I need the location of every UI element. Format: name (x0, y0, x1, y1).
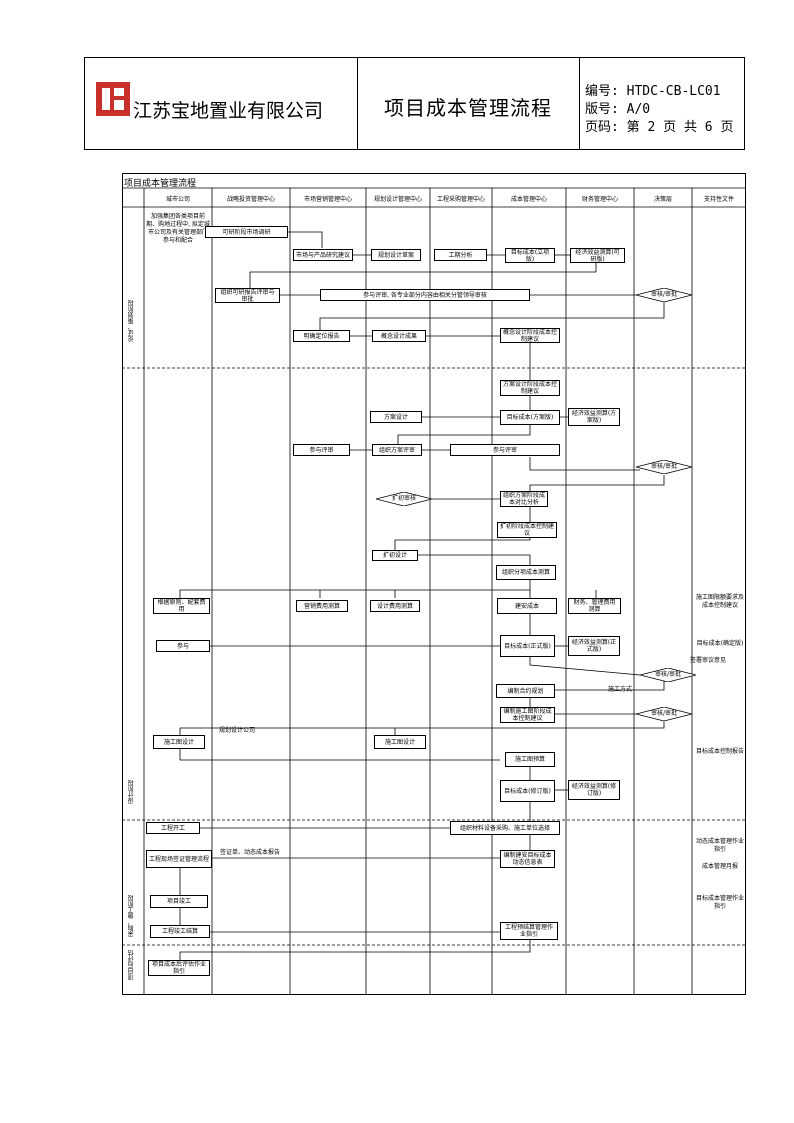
box-target-cost-initial: 目标成本(立项版) (505, 248, 555, 263)
flowchart-title: 项目成本管理流程 (124, 179, 197, 189)
box-target-cost-revised: 目标成本(修订版) (500, 780, 555, 802)
diamond-extended-review: 扩初审核 (376, 492, 432, 506)
box-construction-drawing-cost-advice: 编制施工图阶段成本控制建议 (500, 707, 555, 723)
box-contract-plan: 编制合约规划 (496, 684, 555, 698)
box-procurement: 组织材料设备采购、施工单位选择 (450, 821, 560, 835)
box-market-research: 可研阶段市场调研 (205, 226, 288, 238)
phase-evaluation: 项目后评估 (128, 950, 135, 980)
box-participate-marketing: 参与评审 (293, 444, 350, 456)
box-benefit-scheme: 经济效益测算(方案版) (568, 408, 620, 426)
box-benefit-formal: 经济效益测算(正式版) (568, 636, 620, 656)
box-concept-design: 概念设计成果 (372, 330, 426, 342)
box-construction-drawing-city: 施工图设计 (153, 735, 205, 749)
box-target-cost-scheme: 目标成本(方案版) (500, 410, 560, 425)
box-market-product-advice: 市场与产品研究建议 (293, 249, 353, 261)
box-participate-cost: 参与评审 (450, 444, 560, 456)
box-positioning-report: 明确定位报告 (293, 330, 350, 342)
column-header-engineering: 工程采购管理中心 (436, 196, 485, 203)
note-cost-monthly-report: 成本管理月报 (701, 863, 738, 870)
phase-construction: 采购、施工阶段 (128, 895, 135, 937)
box-project-completion: 项目竣工 (150, 895, 208, 908)
box-feasibility-review: 组织可研报告评审与审批 (215, 288, 280, 303)
box-organize-scheme-review: 组织方案评审 (372, 444, 422, 456)
box-participate-review: 参与评审, 各专业部分内容由相关分管领导审核 (320, 289, 530, 301)
box-design-cost: 设计费用测算 (370, 600, 420, 612)
box-schedule-analysis: 工期分析 (434, 249, 487, 261)
box-project-start: 工程开工 (146, 822, 200, 834)
note-construction-method: 施工方式 (607, 686, 632, 693)
box-construction-drawing-design: 施工图设计 (374, 735, 426, 749)
column-header-strategy: 战略投资管理中心 (226, 196, 275, 203)
company-logo-icon (96, 82, 130, 116)
box-initial-note: 加强集团各类项目前期、购地过程中, 拟定城市公司及有关管理部门参与和配合 (146, 213, 210, 244)
diamond-approval-1: 审核/审批 (636, 288, 692, 302)
company-name: 江苏宝地置业有限公司 (133, 100, 324, 122)
doc-number: 编号: HTDC-CB-LC01 (585, 84, 721, 99)
box-item-cost-estimate: 组织分项成本测算 (496, 565, 556, 580)
column-header-decision: 决策层 (653, 196, 672, 203)
note-dynamic-cost-guide: 动态成本管理作业指引 (695, 838, 744, 853)
box-finance-management-cost: 财务、管理费用测算 (568, 598, 621, 614)
box-planning-draft: 规划设计草案 (371, 249, 421, 261)
diamond-approval-3: 审核/审批 (640, 668, 696, 682)
document-header: 江苏宝地置业有限公司 项目成本管理流程 编号: HTDC-CB-LC01 版号:… (84, 57, 745, 150)
box-site-visa-process: 工程现场签证管理流程 (146, 850, 212, 868)
box-participate-city: 参与 (156, 640, 210, 652)
box-construction-cost: 建安成本 (497, 598, 557, 614)
column-header-finance: 财务管理中心 (581, 196, 618, 203)
diamond-approval-2: 审核/审批 (636, 460, 692, 474)
box-benefit-revised: 经济效益测算(修订版) (568, 780, 620, 800)
box-extended-cost-advice: 扩初阶段成本控制建议 (497, 522, 557, 538)
box-scheme-design: 方案设计 (370, 411, 422, 423)
diamond-approval-4: 审核/审批 (636, 707, 692, 721)
flowchart-frame (122, 173, 746, 995)
box-target-cost-formal: 目标成本(正式版) (500, 635, 555, 657)
note-target-cost-report: 目标成本控制报告 (695, 748, 744, 755)
column-header-city: 城市公司 (165, 196, 190, 203)
note-target-cost-guide: 目标成本管理作业指引 (695, 895, 744, 910)
column-header-marketing: 市场营销管理中心 (303, 196, 352, 203)
box-extended-design: 扩初设计 (372, 550, 418, 561)
doc-version: 版号: A/0 (585, 102, 651, 117)
title-cell: 项目成本管理流程 (357, 58, 580, 149)
column-header-design: 规划设计管理中心 (373, 196, 422, 203)
box-construction-budget: 施工图预算 (505, 752, 555, 767)
column-header-docs: 支持性文件 (703, 196, 734, 203)
box-marketing-cost: 营销费用测算 (296, 600, 348, 612)
box-concept-cost-advice: 概念设计阶段成本控制建议 (500, 328, 560, 343)
note-planning-company: 规划设计公司 (218, 727, 255, 734)
box-benefit-feasibility: 经济效益测算(可研版) (570, 248, 625, 263)
company-cell: 江苏宝地置业有限公司 (85, 58, 358, 149)
note-review-opinion: 签署审议意见 (689, 657, 726, 664)
box-dynamic-cost-table: 编制建安目标成本动态信息表 (500, 850, 555, 868)
box-scheme-cost-comparison: 组织方案阶段成本对比分析 (500, 491, 548, 507)
column-header-cost: 成本管理中心 (510, 196, 547, 203)
note-limit-requirements: 施工图限额要求及成本控制建议 (695, 594, 744, 609)
box-supporting-fees: 根据原则、配套费用 (153, 598, 210, 614)
box-final-settlement: 工程竣工结算 (150, 925, 210, 938)
box-scheme-cost-advice: 方案设计阶段成本控制建议 (500, 380, 560, 396)
doc-page: 页码: 第 2 页 共 6 页 (585, 120, 734, 135)
phase-design: 设计阶段 (128, 780, 135, 804)
document-title: 项目成本管理流程 (384, 96, 552, 120)
box-post-evaluation-guide: 项目成本后评估作业指引 (148, 960, 210, 976)
note-target-cost-confirmed: 目标成本(确定版) (696, 640, 744, 647)
phase-planning: 论证、策划阶段 (128, 300, 135, 342)
box-settlement-guide: 工程预结算管理作业指引 (500, 922, 558, 940)
note-visa-report: 签证单、动态成本报告 (219, 849, 280, 856)
